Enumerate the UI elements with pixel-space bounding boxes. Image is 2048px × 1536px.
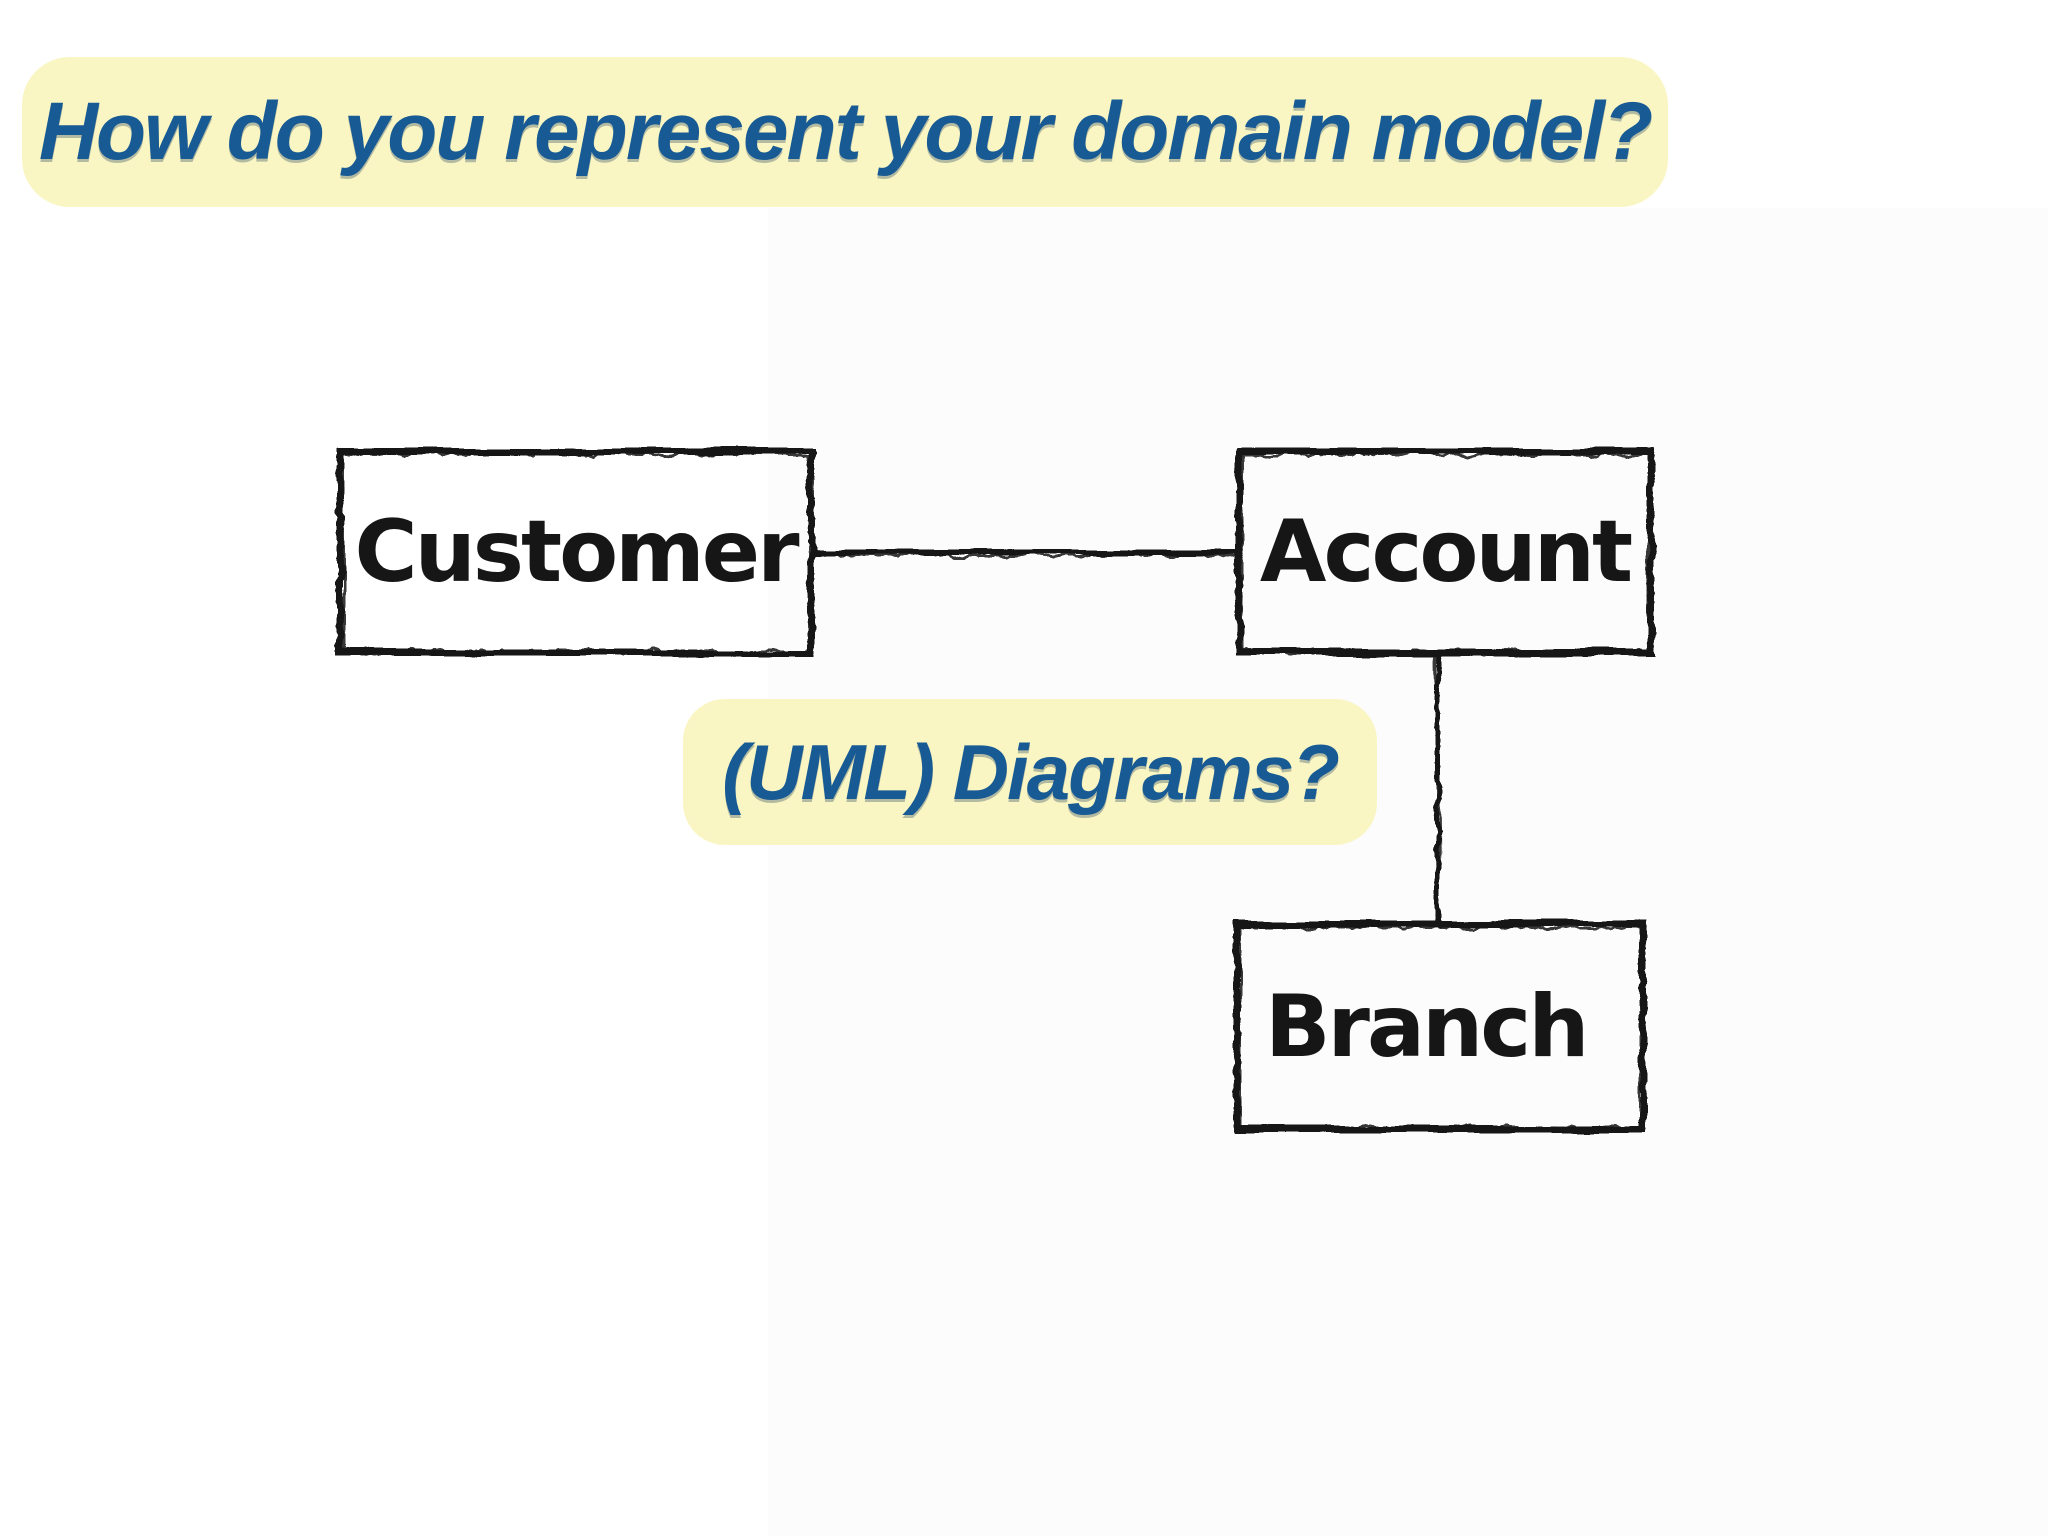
account-node-outline-overdraw	[1240, 452, 1652, 654]
caption-text: (UML) Diagrams?	[722, 727, 1340, 816]
title-banner: How do you represent your domain model?	[22, 57, 1668, 207]
background-shade	[768, 208, 2048, 1536]
node-branch-label: Branch	[1265, 976, 1589, 1077]
caption-banner: (UML) Diagrams?	[683, 699, 1377, 845]
node-branch: Branch	[1237, 924, 1643, 1129]
branch-node-outline-overdraw	[1238, 925, 1644, 1130]
node-customer-label: Customer	[354, 502, 799, 602]
edge-account-branch-overdraw	[1434, 653, 1441, 925]
customer-node-outline-overdraw	[341, 452, 812, 654]
node-customer: Customer	[340, 451, 811, 653]
node-account-label: Account	[1259, 502, 1633, 602]
slide-title: How do you represent your domain model?	[38, 86, 1653, 177]
node-account: Account	[1239, 451, 1651, 653]
